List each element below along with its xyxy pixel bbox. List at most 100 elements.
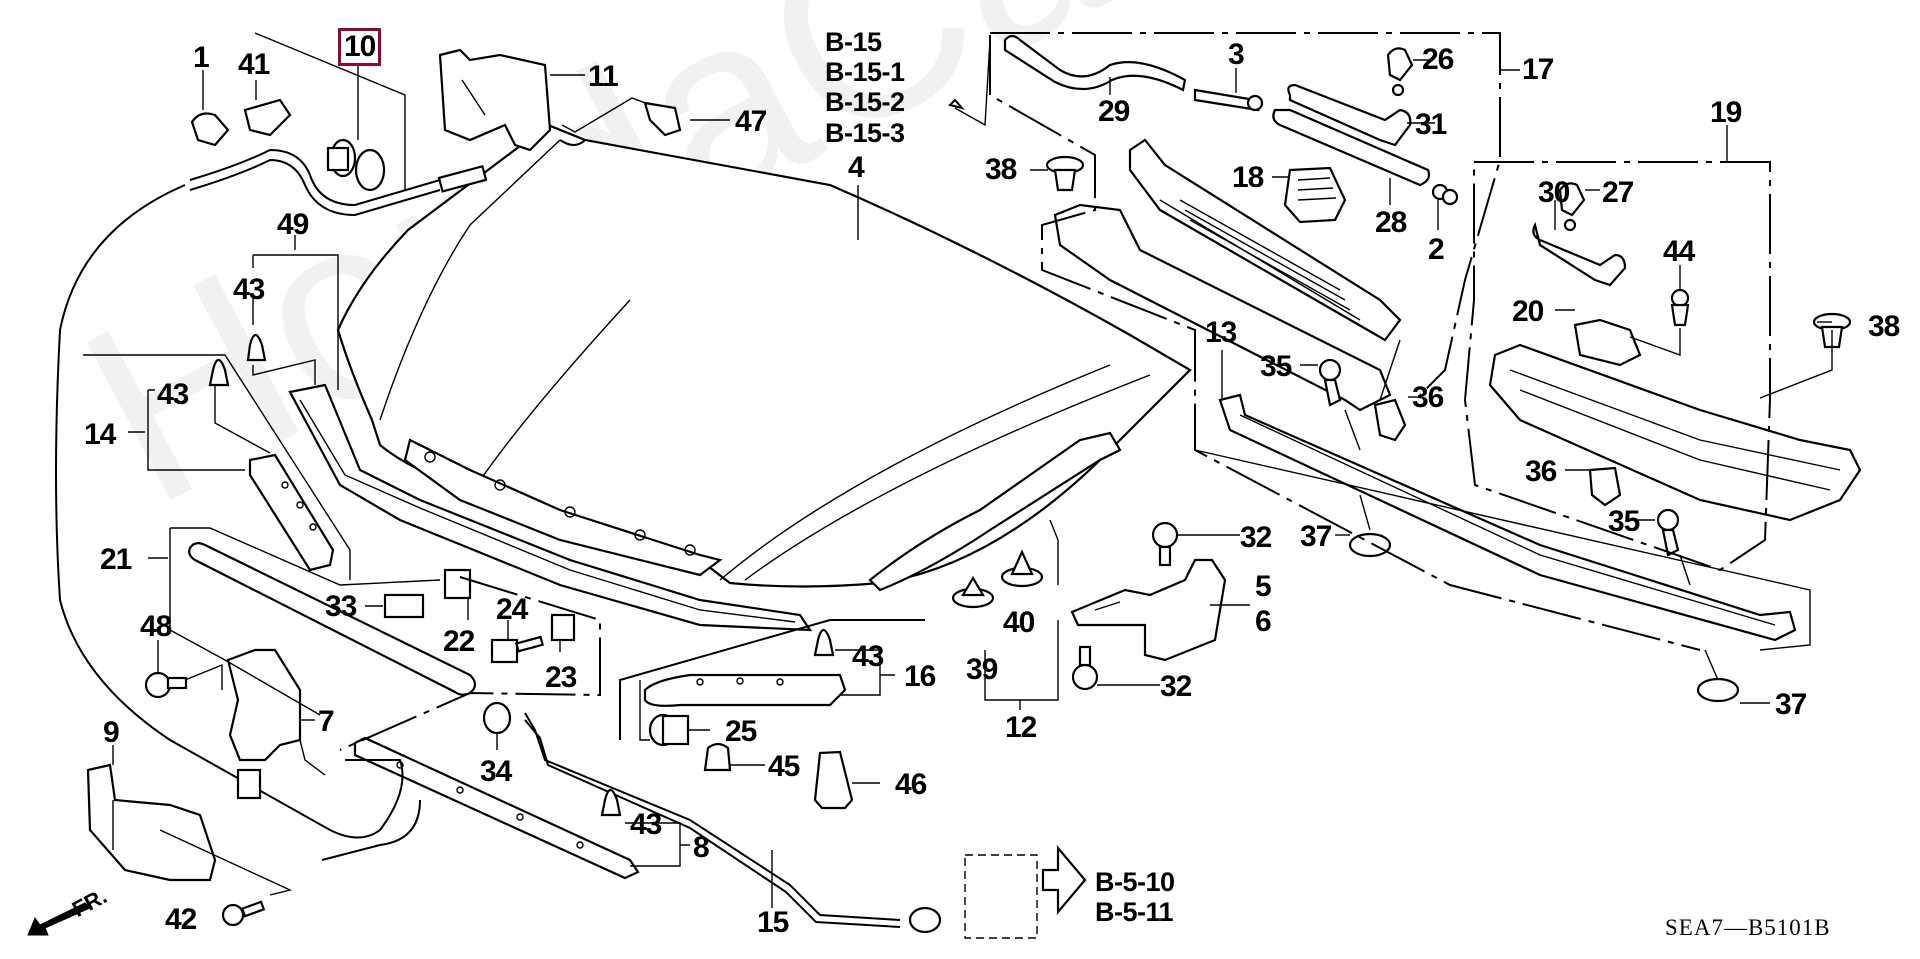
callout-17[interactable]: 17	[1522, 53, 1554, 86]
callout-11[interactable]: 11	[588, 60, 619, 93]
callout-32-a[interactable]: 32	[1240, 521, 1272, 554]
clip-23[interactable]	[550, 613, 576, 642]
callout-43-d[interactable]: 43	[852, 640, 884, 673]
callout-13[interactable]: 13	[1205, 316, 1237, 349]
bracket-20[interactable]	[1573, 318, 1642, 367]
hood-latch-11[interactable]	[438, 48, 552, 152]
grommet-34[interactable]	[482, 701, 512, 735]
grommet-37-b[interactable]	[1696, 677, 1740, 703]
callout-26[interactable]: 26	[1422, 43, 1454, 76]
clip-33[interactable]	[383, 593, 425, 619]
grommet-37-a[interactable]	[1348, 532, 1392, 558]
callout-35-b[interactable]: 35	[1608, 505, 1640, 538]
ref-link-b-5-10[interactable]: B-5-10	[1095, 867, 1175, 897]
callout-43-c[interactable]: 43	[630, 808, 662, 841]
washer-tube-31[interactable]	[1287, 83, 1412, 147]
callout-23[interactable]: 23	[545, 661, 577, 694]
bushing-25[interactable]	[648, 713, 690, 747]
callout-27[interactable]: 27	[1602, 176, 1634, 209]
callout-37-a[interactable]: 37	[1300, 520, 1332, 553]
callout-22[interactable]: 22	[443, 625, 475, 658]
clip-22[interactable]	[443, 568, 472, 600]
holder-41[interactable]	[243, 98, 292, 137]
clip-35-b[interactable]	[1656, 508, 1680, 557]
callout-49[interactable]: 49	[277, 208, 309, 241]
callout-9[interactable]: 9	[103, 716, 120, 749]
callout-48[interactable]: 48	[140, 610, 172, 643]
callout-29[interactable]: 29	[1098, 95, 1130, 128]
callout-6[interactable]: 6	[1255, 605, 1272, 638]
release-cable-15[interactable]	[524, 712, 901, 921]
callout-19[interactable]: 19	[1710, 96, 1742, 129]
callout-4[interactable]: 4	[848, 151, 865, 184]
callout-46[interactable]: 46	[895, 768, 927, 801]
nozzle-27[interactable]	[1558, 182, 1586, 232]
hood-lock-7[interactable]	[226, 648, 302, 800]
callout-40[interactable]: 40	[1003, 606, 1035, 639]
callout-43-b[interactable]: 43	[157, 378, 189, 411]
clip-36-b[interactable]	[1588, 466, 1622, 507]
ref-link-b-15-3[interactable]: B-15-3	[825, 117, 905, 148]
callout-20[interactable]: 20	[1512, 295, 1544, 328]
ref-link-b-15-2[interactable]: B-15-2	[825, 87, 905, 118]
callout-10-selected[interactable]: 10	[337, 28, 382, 66]
cowl-top-right[interactable]	[1488, 343, 1862, 522]
callout-34[interactable]: 34	[480, 755, 512, 788]
callout-32-b[interactable]: 32	[1160, 670, 1192, 703]
clip-18[interactable]	[1283, 166, 1347, 224]
callout-18[interactable]: 18	[1232, 161, 1264, 194]
washer-tube-28[interactable]	[1272, 108, 1431, 187]
side-seal-14[interactable]	[248, 453, 335, 572]
callout-41[interactable]: 41	[238, 48, 270, 81]
clip-39[interactable]	[951, 575, 995, 609]
lock-cover-9[interactable]	[86, 763, 217, 882]
callout-44[interactable]: 44	[1663, 235, 1695, 268]
stopper-45[interactable]	[703, 742, 732, 772]
clip-43-c[interactable]	[600, 788, 622, 817]
clip-35-a[interactable]	[1318, 358, 1342, 407]
bolt-48[interactable]	[144, 671, 188, 699]
callout-25[interactable]: 25	[725, 715, 757, 748]
callout-21[interactable]: 21	[100, 543, 132, 576]
callout-38-a[interactable]: 38	[985, 153, 1017, 186]
clip-43-d[interactable]	[813, 628, 835, 657]
callout-43-a[interactable]: 43	[233, 273, 265, 306]
washer-tube-30[interactable]	[1532, 221, 1627, 287]
callout-5[interactable]: 5	[1255, 570, 1272, 603]
hood-hinge[interactable]	[1070, 558, 1227, 662]
callout-35-a[interactable]: 35	[1260, 350, 1292, 383]
callout-7[interactable]: 7	[318, 705, 335, 738]
callout-24[interactable]: 24	[496, 593, 528, 626]
check-valve-2[interactable]	[1431, 183, 1459, 206]
bolt-32-a[interactable]	[1151, 521, 1179, 567]
callout-47[interactable]: 47	[735, 105, 767, 138]
callout-15[interactable]: 15	[757, 906, 789, 939]
ref-link-b-15-1[interactable]: B-15-1	[825, 57, 905, 88]
cable-end-10[interactable]	[326, 138, 386, 192]
buffer-46[interactable]	[813, 750, 854, 810]
hood-seal-strip[interactable]	[288, 383, 813, 632]
cable-knob[interactable]	[908, 906, 942, 934]
callout-8[interactable]: 8	[693, 831, 710, 864]
clip-43-b[interactable]	[208, 358, 230, 387]
cowl-top-left[interactable]	[1053, 138, 1402, 412]
clip-1[interactable]	[190, 112, 230, 147]
joint-3[interactable]	[1193, 88, 1264, 112]
callout-31[interactable]: 31	[1415, 108, 1447, 141]
washer-tube-29[interactable]	[1003, 34, 1187, 92]
callout-3[interactable]: 3	[1228, 38, 1245, 71]
ref-link-b-15[interactable]: B-15	[825, 27, 882, 57]
callout-16[interactable]: 16	[904, 660, 936, 693]
clip-24[interactable]	[490, 635, 544, 664]
callout-45[interactable]: 45	[768, 750, 800, 783]
callout-2[interactable]: 2	[1428, 233, 1445, 266]
callout-14[interactable]: 14	[84, 418, 116, 451]
clip-38-a[interactable]	[1045, 155, 1085, 192]
cowl-seal-13[interactable]	[1218, 393, 1797, 642]
nozzle-26[interactable]	[1386, 47, 1414, 97]
bracket-16[interactable]	[643, 673, 847, 707]
bolt-47[interactable]	[643, 101, 682, 137]
clip-40[interactable]	[1000, 549, 1044, 588]
callout-1[interactable]: 1	[193, 41, 210, 74]
clip-43-a[interactable]	[246, 333, 267, 362]
